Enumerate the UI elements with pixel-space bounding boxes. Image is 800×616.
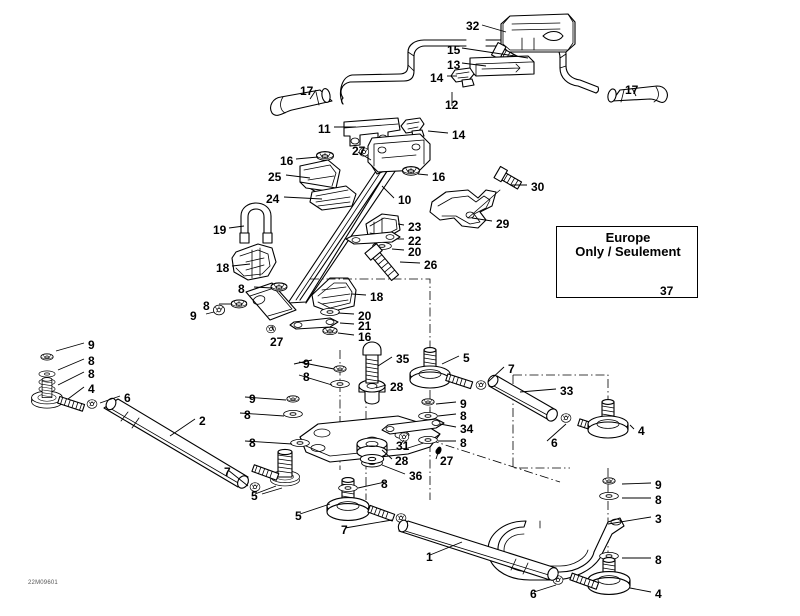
callout-number-1-tie-rod-right: 1	[426, 550, 433, 564]
callout-number-5-ball-joint: 5	[251, 489, 258, 503]
callout-number-29-support-plate: 29	[496, 217, 510, 231]
callout-number-16-lock-nut: 16	[432, 170, 446, 184]
callout-number-6-nut: 6	[530, 587, 537, 601]
callout-number-25-cover-upper: 25	[268, 170, 282, 184]
callout-number-14-clamp: 14	[430, 71, 444, 85]
callout-number-4-ball-joint: 4	[638, 424, 645, 438]
callout-number-35-bolt: 35	[396, 352, 410, 366]
callout-number-21-lever: 21	[358, 319, 372, 333]
callout-number-2-tie-rod-left: 2	[199, 414, 206, 428]
callout-number-18-support-block: 18	[216, 261, 230, 275]
callout-number-9-lock-nut: 9	[655, 478, 662, 492]
callout-number-37-europe-mirror: 37	[660, 284, 674, 298]
callout-number-12-handlebar: 12	[445, 98, 459, 112]
callout-number-16-lock-nut: 16	[280, 154, 294, 168]
callout-number-17-grip-left: 17	[300, 84, 314, 98]
callout-number-20-washer: 20	[408, 245, 422, 259]
callout-number-32-switch-housing: 32	[466, 19, 480, 33]
callout-number-13-bracket-cover: 13	[447, 58, 461, 72]
callout-number-33-link-rod: 33	[560, 384, 574, 398]
callout-number-7-nut: 7	[224, 465, 231, 479]
callout-number-10-steering-column: 10	[398, 193, 412, 207]
callout-number-9-lock-nut: 9	[88, 338, 95, 352]
callout-number-27-nut: 27	[270, 335, 284, 349]
callout-number-7-nut: 7	[508, 362, 515, 376]
europe-only-title: Europe Only / Seulement	[557, 231, 699, 259]
callout-number-26-bolt: 26	[424, 258, 438, 272]
callout-number-8-washer: 8	[238, 282, 245, 296]
callout-number-4-ball-joint: 4	[88, 382, 95, 396]
callout-number-3-steering-arm: 3	[655, 512, 662, 526]
callout-number-8-washer: 8	[381, 477, 388, 491]
callout-number-22-plate: 22	[408, 234, 422, 248]
callout-number-31-nut: 31	[396, 439, 410, 453]
callout-number-9-lock-nut: 9	[460, 397, 467, 411]
callout-number-24-cover-lower: 24	[266, 192, 280, 206]
callout-number-11-handlebar-support: 11	[318, 122, 331, 136]
callout-number-6-nut: 6	[551, 436, 558, 450]
callout-number-27-nut: 27	[440, 454, 454, 468]
callout-number-19-u-clamp: 19	[213, 223, 227, 237]
callout-number-8-washer: 8	[460, 409, 467, 423]
callout-number-8-washer: 8	[655, 493, 662, 507]
callout-number-8-washer: 8	[244, 408, 251, 422]
callout-number-16-lock-nut: 16	[358, 330, 372, 344]
callout-number-30-screw: 30	[531, 180, 545, 194]
callout-number-5-ball-joint: 5	[295, 509, 302, 523]
callout-number-8-washer: 8	[203, 299, 210, 313]
callout-number-14-clamp: 14	[452, 128, 466, 142]
callout-number-8-washer: 8	[460, 436, 467, 450]
callout-number-8-washer: 8	[249, 436, 256, 450]
callout-number-6-nut: 6	[124, 391, 131, 405]
callout-number-8-washer: 8	[303, 370, 310, 384]
callout-number-27-nut: 27	[352, 144, 366, 158]
callout-number-5-ball-joint: 5	[463, 351, 470, 365]
callout-number-36-plate: 36	[409, 469, 423, 483]
europe-only-line1: Europe	[605, 230, 651, 245]
callout-number-8-washer: 8	[88, 354, 95, 368]
callout-number-28-bushing: 28	[390, 380, 404, 394]
callout-number-9-lock-nut: 9	[303, 357, 310, 371]
callout-number-34-spacer: 34	[460, 422, 474, 436]
callout-number-4-ball-joint: 4	[655, 587, 662, 601]
callout-number-9-lock-nut: 9	[249, 392, 256, 406]
callout-number-7-nut: 7	[341, 523, 348, 537]
europe-only-line2: Only / Seulement	[575, 244, 681, 259]
callout-number-15-screw: 15	[447, 43, 461, 57]
callout-number-8-washer: 8	[88, 367, 95, 381]
callout-number-23-bracket: 23	[408, 220, 422, 234]
callout-number-28-bushing: 28	[395, 454, 409, 468]
callout-number-9-lock-nut: 9	[190, 309, 197, 323]
callout-number-18-support-block: 18	[370, 290, 384, 304]
callout-number-8-washer: 8	[655, 553, 662, 567]
callout-number-20-washer: 20	[358, 309, 372, 323]
diagram-reference-code: 22M09601	[28, 580, 58, 586]
callout-number-17-grip-right: 17	[625, 83, 639, 97]
europe-only-notice-box: Europe Only / Seulement	[556, 226, 698, 298]
